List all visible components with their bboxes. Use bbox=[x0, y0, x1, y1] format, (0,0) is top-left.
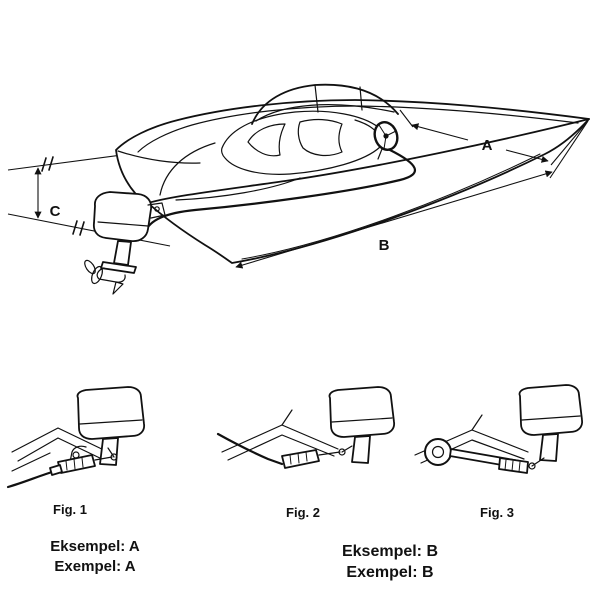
dimension-label-c: C bbox=[50, 203, 61, 220]
figure-1-caption: Fig. 1 bbox=[53, 502, 87, 517]
dimension-label-a: A bbox=[482, 137, 493, 154]
seat bbox=[247, 123, 286, 157]
fig2-steering-cable bbox=[216, 432, 284, 466]
transom-bracket bbox=[147, 202, 166, 219]
figure-2-illustration bbox=[216, 386, 395, 469]
equality-tick-marks bbox=[41, 156, 85, 236]
figure-3-caption: Fig. 3 bbox=[480, 505, 514, 520]
example-a-block: Eksempel: A Exempel: A bbox=[50, 538, 140, 575]
dimension-label-b: B bbox=[379, 237, 390, 254]
example-b-line-1: Eksempel: B bbox=[342, 543, 438, 560]
dimension-b: B bbox=[235, 120, 589, 269]
fig2-motor-leg bbox=[351, 435, 371, 464]
example-b-line-2: Exempel: B bbox=[346, 564, 433, 581]
boat-hull bbox=[115, 99, 590, 264]
outboard-motor bbox=[84, 191, 166, 295]
fig3-transom-bezel bbox=[424, 438, 452, 466]
fig1-cable-connector bbox=[57, 454, 96, 474]
example-a-line-1: Eksempel: A bbox=[50, 538, 140, 555]
dimension-a: A bbox=[399, 109, 588, 166]
fig2-cable-connector bbox=[281, 449, 320, 469]
example-a-line-2: Exempel: A bbox=[54, 558, 135, 575]
figure-1-illustration bbox=[6, 386, 145, 489]
boat-illustration: A B bbox=[84, 83, 590, 295]
seat bbox=[297, 118, 343, 157]
windshield bbox=[251, 83, 399, 125]
fig3-cable-connector bbox=[498, 457, 529, 474]
fig1-motor-cowling bbox=[76, 386, 145, 440]
example-b-block: Eksempel: B Exempel: B bbox=[342, 543, 438, 581]
motor-cowling bbox=[92, 191, 152, 242]
fig1-motor-leg bbox=[99, 437, 119, 466]
fig2-motor-cowling bbox=[328, 386, 395, 438]
propeller bbox=[84, 259, 103, 285]
fig1-steering-cable bbox=[6, 468, 60, 489]
motor-leg bbox=[113, 240, 132, 266]
figure-3-illustration bbox=[414, 384, 583, 474]
skeg bbox=[112, 281, 124, 295]
fig3-motor-leg bbox=[539, 433, 559, 462]
fig3-motor-cowling bbox=[518, 384, 583, 436]
figure-2-caption: Fig. 2 bbox=[286, 505, 320, 520]
